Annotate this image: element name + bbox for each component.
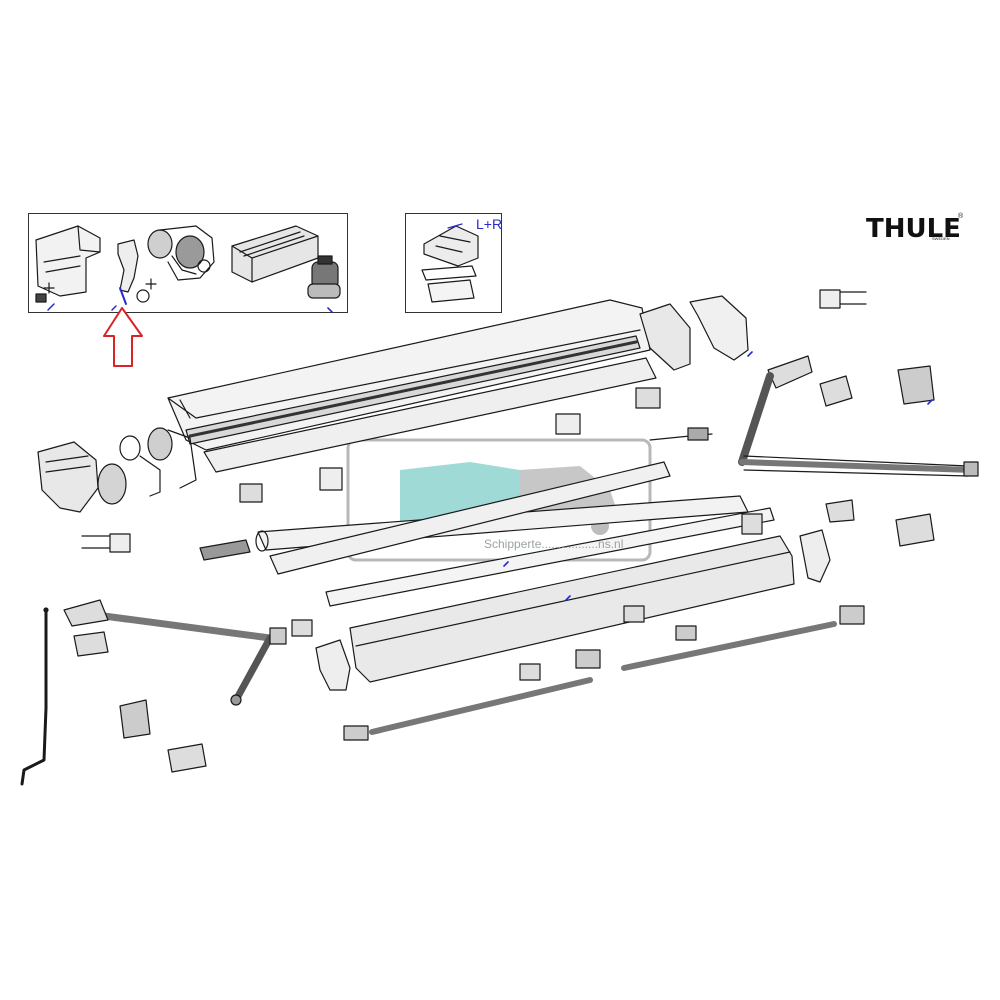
right-arm [738, 355, 979, 477]
watermark-text: Schipperte.................ns.nl [484, 537, 624, 551]
lower-support-rail-left [343, 649, 601, 741]
thule-logo: THULE [866, 214, 961, 244]
mounting-bracket-a [819, 375, 853, 407]
blue-marks [327, 307, 933, 601]
mounting-bracket-g [73, 631, 109, 657]
lead-rail-profile [185, 335, 657, 473]
mounting-bracket-b [897, 365, 935, 405]
front-bar [325, 507, 795, 683]
lower-support-rail-right [621, 605, 865, 671]
spacer-block-part [421, 265, 477, 303]
front-bar-end-cap-left [315, 639, 351, 691]
motor-drive-part [147, 225, 215, 281]
thule-logo-sub: SWEDEN [932, 236, 950, 241]
mounting-bracket-c [895, 513, 935, 547]
connector-plug-top [819, 289, 867, 309]
front-bar-end-cap-right [799, 529, 831, 583]
motor-cover-part [35, 225, 101, 297]
fabric-profile [269, 461, 671, 575]
small-screw-part [35, 282, 55, 303]
mounting-bracket-e [119, 699, 151, 739]
control-box-part [231, 225, 319, 283]
mounting-bracket-f [167, 743, 207, 773]
up-arrow-icon [103, 307, 143, 367]
clip-parts [239, 387, 763, 681]
left-arm [63, 599, 287, 706]
connector-plug-left [81, 533, 131, 553]
remote-sensor-part [307, 255, 341, 299]
left-right-label: L+R [476, 216, 503, 232]
right-end-cap [639, 295, 749, 371]
end-cap-bracket-part [423, 223, 479, 267]
bracket-part [117, 239, 157, 305]
left-end-cover [37, 427, 197, 513]
registered-mark: ® [958, 213, 964, 220]
crank-handle [20, 607, 49, 786]
mounting-bracket-d [825, 499, 855, 523]
